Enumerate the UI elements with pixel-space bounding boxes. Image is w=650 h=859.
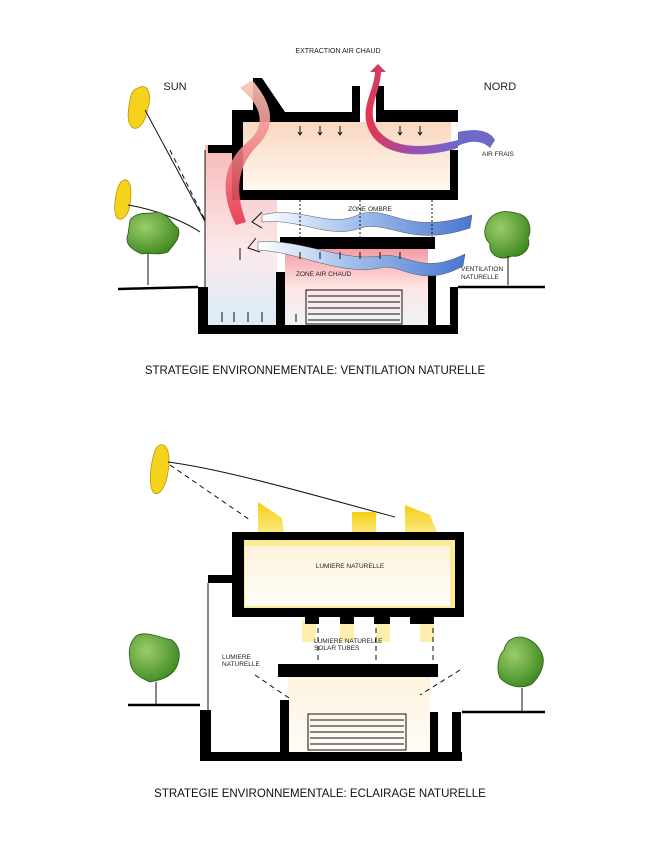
warm-air-flow-exhaust: [365, 64, 458, 155]
cool-air-flow: [261, 212, 473, 236]
north-label: NORD: [484, 81, 516, 93]
air-arrows: [221, 126, 433, 322]
solar-tubes-label-line1: LUMIERE NATURELLE: [314, 638, 383, 645]
cool-air-flow: [257, 241, 466, 277]
sun-icon: [114, 179, 132, 220]
shade-zone-label: ZONE OMBRE: [348, 206, 392, 213]
sun-icon: [149, 444, 170, 494]
ventilation-caption: STRATEGIE ENVIRONNEMENTALE: VENTILATION …: [145, 365, 486, 377]
building-section: [200, 532, 464, 761]
sun-icon: [127, 86, 150, 129]
extraction-label: EXTRACTION AIR CHAUD: [295, 48, 380, 55]
tree-icon: [484, 211, 531, 285]
solar-tubes-label-line2: SOLAR TUBES: [314, 645, 360, 652]
tree-icon: [128, 633, 180, 705]
upper-room: [245, 546, 450, 606]
ventilation-diagram: EXTRACTION AIR CHAUD SUN NORD: [114, 48, 545, 377]
louvers: [307, 713, 407, 751]
hot-air-zone-label: ZONE AIR CHAUD: [296, 271, 352, 278]
natural-ventilation-label-line2: NATURELLE: [461, 274, 499, 281]
louvers: [305, 289, 403, 325]
side-light-label-line2: NATURELLE: [222, 661, 260, 668]
ground-line: [128, 703, 545, 714]
fresh-air-flow: [458, 130, 495, 148]
solar-tubes: [302, 620, 434, 642]
ground-line: [117, 285, 545, 291]
side-light-label-line1: LUMIERE: [222, 654, 252, 661]
upper-room-light-label: LUMIERE NATURELLE: [316, 563, 385, 570]
tree-icon: [126, 211, 180, 285]
upper-room-air: [243, 122, 451, 190]
fresh-air-label: AIR FRAIS: [482, 151, 514, 158]
tree-icon: [497, 636, 544, 712]
natural-ventilation-label-line1: VENTILATION: [461, 266, 503, 273]
sun-label: SUN: [163, 81, 186, 93]
lighting-caption: STRATEGIE ENVIRONNEMENTALE: ECLAIRAGE NA…: [154, 788, 486, 800]
lighting-diagram: LUMIERE NATURELLE LUMIERE NATURELLE SOLA…: [128, 444, 545, 800]
warm-air-flow: [225, 80, 271, 225]
